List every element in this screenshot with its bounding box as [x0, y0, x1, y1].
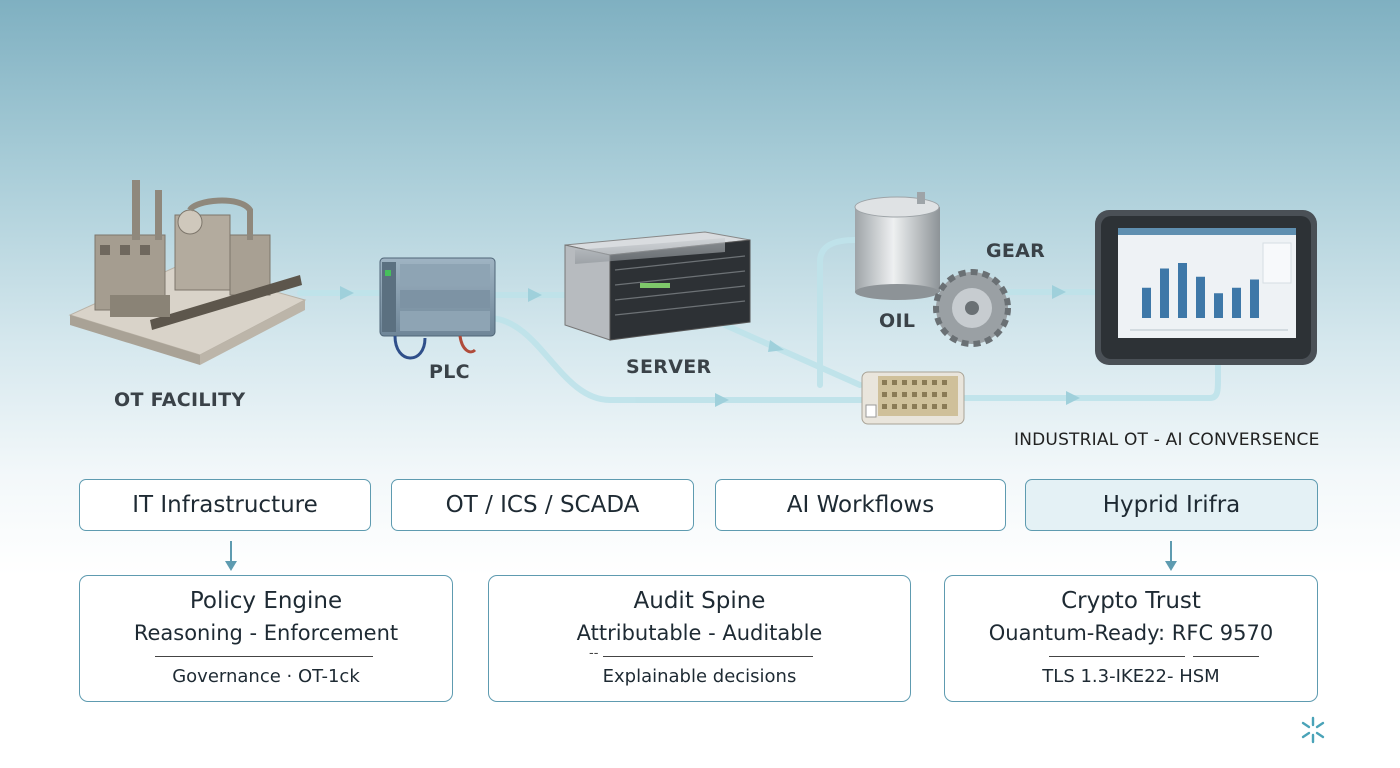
card-divider	[603, 656, 813, 657]
label-oil: OIL	[879, 310, 916, 332]
category-hybrid-infra: Hyprid Irifra	[1025, 479, 1318, 531]
tablet-bar	[1160, 268, 1169, 318]
tablet-bar	[1196, 276, 1205, 318]
oil-tank-icon	[854, 192, 940, 300]
card-subtitle: Attributable - Auditable	[576, 621, 823, 645]
card-crypto-trust: Crypto Trust Ouantum-Ready: RFC 9570 TLS…	[944, 575, 1318, 702]
data-pipes	[297, 237, 1221, 403]
tablet-bar	[1214, 293, 1223, 318]
tablet-bar	[1178, 263, 1187, 318]
card-footer: TLS 1.3-IKE22- HSM	[1042, 666, 1220, 687]
card-divider-prefix: --	[589, 646, 599, 661]
gear-icon	[933, 269, 1011, 347]
card-audit-spine: Audit Spine Attributable - Auditable -- …	[488, 575, 911, 702]
card-subtitle: Ouantum-Ready: RFC 9570	[988, 621, 1274, 645]
arrow-down-icon	[1165, 541, 1177, 571]
tablet-bar	[1232, 287, 1241, 318]
card-policy-engine: Policy Engine Reasoning - Enforcement Go…	[79, 575, 453, 702]
label-server: SERVER	[626, 356, 712, 378]
card-title: Policy Engine	[189, 588, 343, 614]
gateway-module-icon	[861, 371, 965, 425]
category-ot-ics-scada: OT / ICS / SCADA	[391, 479, 694, 531]
arrow-down-icon	[225, 541, 237, 571]
card-divider	[155, 656, 373, 657]
spark-logo-icon	[1301, 716, 1325, 744]
diagram-caption: INDUSTRIAL OT - AI CONVERSENCE	[1014, 430, 1320, 450]
ot-facility-icon	[68, 180, 307, 365]
server-icon	[564, 231, 751, 341]
ot-ai-diagram	[68, 180, 1317, 425]
card-divider	[1049, 656, 1185, 657]
card-footer: Explainable decisions	[602, 666, 797, 687]
flow-arrowheads	[340, 285, 1080, 407]
card-footer: Governance · OT-1ck	[172, 666, 360, 687]
plc-icon	[379, 257, 496, 360]
tablet-bar	[1142, 287, 1151, 318]
label-gear: GEAR	[986, 240, 1046, 262]
dashboard-tablet-icon	[1095, 210, 1317, 365]
card-divider	[1193, 656, 1259, 657]
tablet-bar-chart	[1142, 263, 1259, 318]
tablet-bar	[1250, 279, 1259, 318]
category-it-infrastructure: IT Infrastructure	[79, 479, 371, 531]
card-title: Crypto Trust	[1061, 588, 1201, 614]
label-plc: PLC	[429, 361, 470, 383]
label-ot-facility: OT FACILITY	[114, 389, 246, 411]
card-title: Audit Spine	[633, 588, 766, 614]
category-ai-workflows: AI Workflows	[715, 479, 1006, 531]
card-subtitle: Reasoning - Enforcement	[133, 621, 399, 645]
